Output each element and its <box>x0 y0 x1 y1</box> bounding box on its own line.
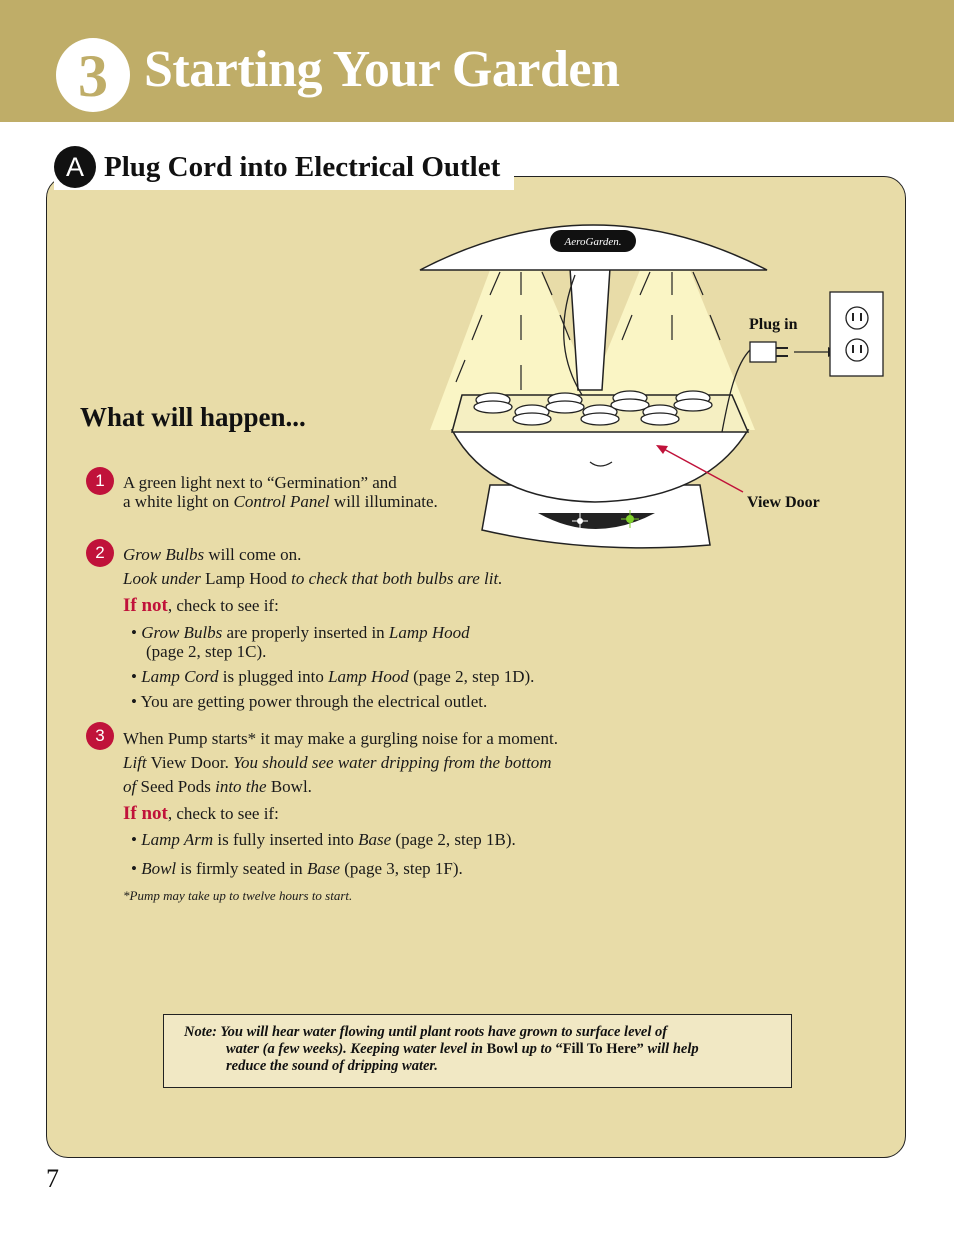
step-2-line-2: Look under Lamp Hood to check that both … <box>123 569 503 588</box>
header-banner <box>0 0 954 122</box>
note-line-3: reduce the sound of dripping water. <box>226 1058 438 1074</box>
control-panel <box>538 513 655 529</box>
step-3-line-1: When Pump starts* it may make a gurgling… <box>123 729 558 748</box>
step-1-badge: 1 <box>86 467 114 495</box>
step-2-bullet-1: • Grow Bulbs are properly inserted in La… <box>131 623 470 642</box>
step-2-bullet-3: • You are getting power through the elec… <box>131 692 488 711</box>
step-3-bullet-2: • Bowl is firmly seated in Base (page 3,… <box>131 859 463 878</box>
page-number: 7 <box>46 1164 59 1193</box>
step-number-badge: 3 <box>56 38 130 112</box>
light-beam-right <box>575 270 755 430</box>
step-2-badge: 2 <box>86 539 114 567</box>
step-3-line-2: Lift View Door. You should see water dri… <box>123 753 552 772</box>
section-header: A Plug Cord into Electrical Outlet <box>54 144 515 190</box>
power-plug <box>749 341 777 363</box>
brand-logo-text: AeroGarden. <box>564 236 622 248</box>
wall-outlet <box>829 291 884 377</box>
light-ray-lines <box>455 271 721 390</box>
light-beam-left <box>430 270 610 430</box>
step-1-line-1: A green light next to “Germination” and <box>123 473 397 492</box>
step-3-badge: 3 <box>86 722 114 750</box>
footnote: *Pump may take up to twelve hours to sta… <box>123 888 353 903</box>
view-door-label: View Door <box>747 494 820 511</box>
step-3-bullet-1: • Lamp Arm is fully inserted into Base (… <box>131 830 516 849</box>
what-will-happen-heading: What will happen... <box>80 402 306 432</box>
seed-pods <box>473 390 713 426</box>
note-box: Note: You will hear water flowing until … <box>163 1014 792 1088</box>
step-2-line-1: Grow Bulbs will come on. <box>123 545 302 564</box>
view-door-handle <box>589 461 613 467</box>
brand-logo-plate <box>550 230 636 252</box>
step-2-if-not: If not, check to see if: <box>123 595 279 616</box>
step-3-line-3: of Seed Pods into the Bowl. <box>123 777 312 796</box>
section-title: Plug Cord into Electrical Outlet <box>104 150 501 183</box>
view-door-arrow <box>661 447 744 493</box>
step-2-bullet-2: • Lamp Cord is plugged into Lamp Hood (p… <box>131 667 535 686</box>
note-line-2: water (a few weeks). Keeping water level… <box>226 1041 699 1057</box>
plug-in-label: Plug in <box>749 316 798 333</box>
section-letter-badge: A <box>54 146 96 188</box>
step-2-bullet-1-ref: (page 2, step 1C). <box>146 642 267 661</box>
step-3-if-not: If not, check to see if: <box>123 803 279 824</box>
lamp-cord <box>563 274 583 396</box>
step-1-line-2: a white light on Control Panel will illu… <box>123 492 438 511</box>
aerogarden-illustration: AeroGarden. <box>419 224 884 549</box>
page-title: Starting Your Garden <box>144 41 620 98</box>
note-line-1: Note: You will hear water flowing until … <box>184 1024 668 1040</box>
power-cord <box>721 349 751 433</box>
